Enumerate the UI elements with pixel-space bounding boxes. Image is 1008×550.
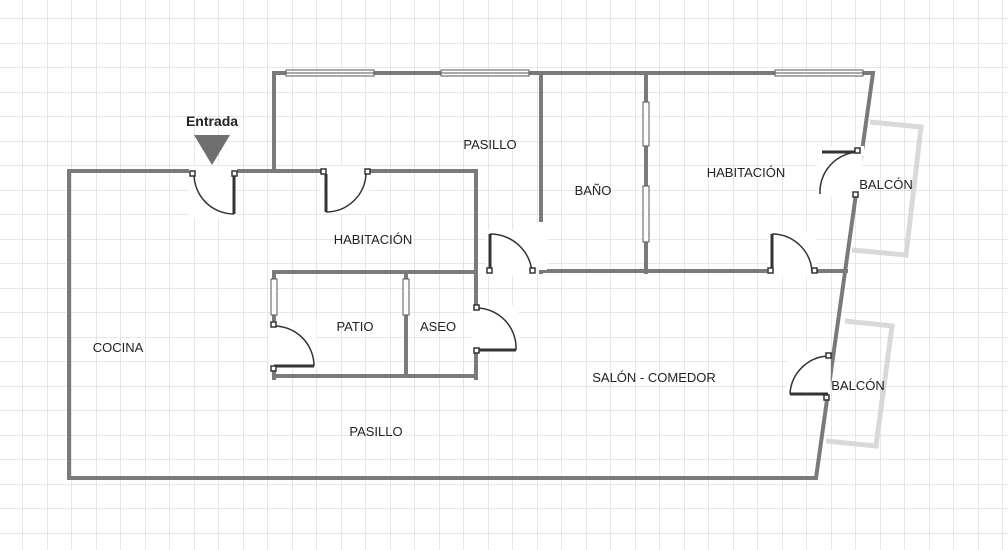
room-label-aseo: ASEO <box>420 319 456 334</box>
down-triangle-icon <box>194 135 230 165</box>
room-label-balcon-bottom: BALCÓN <box>831 378 884 393</box>
entrance-label: Entrada <box>186 113 238 129</box>
room-label-pasillo-bottom: PASILLO <box>349 424 402 439</box>
door-entrance <box>189 170 238 218</box>
door-balcon-top <box>817 147 863 198</box>
door-habitacion-left <box>320 168 371 214</box>
outer-wall <box>67 71 876 480</box>
room-label-balcon-top: BALCÓN <box>859 177 912 192</box>
door-patio <box>270 321 317 372</box>
balcony-bottom <box>825 318 895 449</box>
window-patio <box>270 278 278 316</box>
door-aseo <box>473 304 519 354</box>
door-pasillo-bano <box>486 230 536 276</box>
window-bano-1 <box>642 101 650 147</box>
room-label-habitacion-right: HABITACIÓN <box>707 165 786 180</box>
window-aseo <box>402 278 410 316</box>
window-bano-2 <box>642 185 650 243</box>
room-label-cocina: COCINA <box>93 340 144 355</box>
door-habitacion-right <box>767 231 818 275</box>
windows <box>270 69 864 316</box>
doors <box>189 147 863 401</box>
room-label-pasillo-top: PASILLO <box>463 137 516 152</box>
door-balcon-bottom <box>787 351 832 401</box>
room-label-salon-comedor: SALÓN - COMEDOR <box>592 370 716 385</box>
room-label-bano: BAÑO <box>575 183 612 198</box>
balcony-top <box>851 119 924 258</box>
room-label-habitacion-left: HABITACIÓN <box>334 232 413 247</box>
room-label-patio: PATIO <box>336 319 373 334</box>
